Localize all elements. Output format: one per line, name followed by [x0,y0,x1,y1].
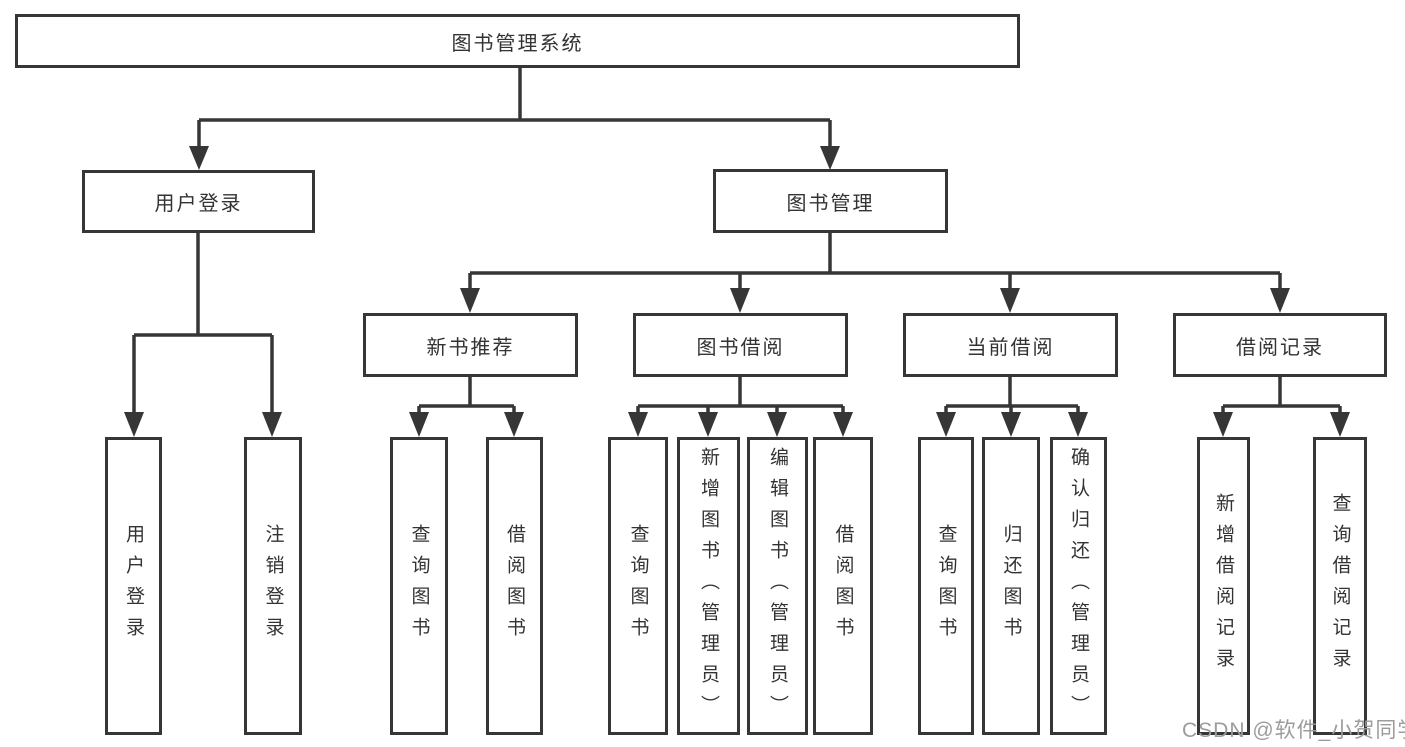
leaf-edit-books-admin: 编辑图书（管理员） [747,437,808,735]
node-borrow-records: 借阅记录 [1173,313,1387,377]
connector-root-to-level1 [197,68,832,150]
leaf-borrow-books-1: 借阅图书 [486,437,543,735]
connector-current-to-leaves [944,377,1080,416]
node-label: 图书借阅 [696,336,785,359]
node-library-system: 图书管理系统 [15,14,1020,68]
node-book-borrow: 图书借阅 [633,313,848,377]
leaf-add-borrow-record: 新增借阅记录 [1197,437,1250,735]
node-label: 借阅记录 [1236,336,1324,359]
node-label: 查询图书 [627,524,649,648]
node-label: 查询图书 [935,524,957,648]
node-label: 编辑图书（管理员） [767,446,788,726]
node-label: 借阅图书 [504,524,525,648]
connector-borrow-to-leaves [636,377,845,416]
node-new-book-recommend: 新书推荐 [363,313,578,377]
arrowheads [124,146,1350,437]
connector-userlogin-to-leaves [132,233,274,416]
node-label: 图书管理系统 [451,32,584,55]
leaf-user-login: 用户登录 [105,437,162,735]
connector-newbook-to-leaves [417,377,516,416]
node-label: 当前借阅 [966,336,1055,359]
node-label: 借阅图书 [832,524,854,648]
leaf-query-books-1: 查询图书 [390,437,448,735]
leaf-query-books-2: 查询图书 [608,437,668,735]
connector-records-to-leaves [1221,377,1342,416]
node-label: 用户登录 [123,524,144,648]
leaf-add-books-admin: 新增图书（管理员） [677,437,740,735]
node-label: 图书管理 [786,192,875,215]
node-label: 新增借阅记录 [1213,493,1234,679]
leaf-logout: 注销登录 [244,437,302,735]
leaf-return-books: 归还图书 [982,437,1040,735]
leaf-confirm-return-admin: 确认归还（管理员） [1050,437,1107,735]
node-label: 用户登录 [154,193,243,215]
connector-bookmgmt-to-level2 [468,233,1282,292]
csdn-watermark: CSDN @软件_小贺同学 [1182,719,1405,742]
node-label: 查询借阅记录 [1329,493,1351,679]
node-label: 确认归还（管理员） [1068,446,1089,726]
node-label: 查询图书 [408,524,430,648]
node-label: 新增图书（管理员） [698,446,719,726]
node-book-management: 图书管理 [713,169,948,233]
node-label: 归还图书 [1000,524,1022,648]
node-label: 新书推荐 [426,336,515,359]
node-user-login-group: 用户登录 [82,170,315,233]
leaf-borrow-books-2: 借阅图书 [813,437,873,735]
leaf-query-borrow-record: 查询借阅记录 [1313,437,1367,735]
node-label: 注销登录 [262,524,284,648]
node-current-borrow: 当前借阅 [903,313,1118,377]
leaf-query-books-3: 查询图书 [918,437,974,735]
